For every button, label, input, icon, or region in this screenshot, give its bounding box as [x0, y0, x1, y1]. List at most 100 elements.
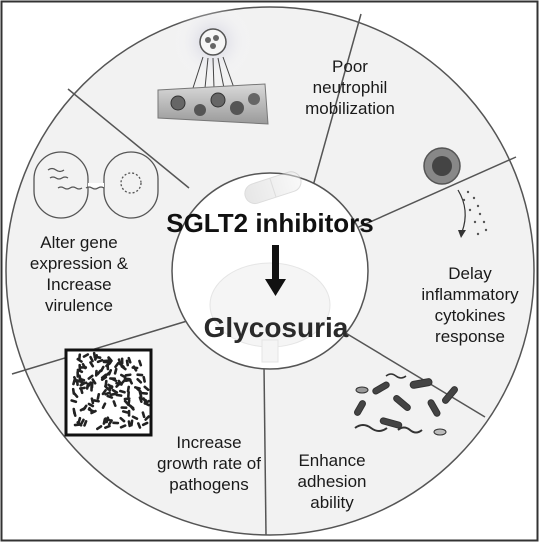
cytokine-cell-icon [423, 147, 488, 238]
biofilm-rod [104, 371, 111, 377]
biofilm-rod [124, 373, 132, 377]
biofilm-rod [119, 416, 126, 423]
biofilm-rod [82, 353, 90, 358]
biofilm-rod [79, 387, 84, 395]
biofilm-rod [88, 406, 94, 414]
biofilm-rod [104, 391, 111, 396]
biofilm-rod [123, 377, 131, 381]
biofilm-rod [120, 378, 127, 385]
biofilm-rod [113, 367, 118, 375]
bladder-icon [209, 262, 331, 363]
biofilm-rod [94, 355, 102, 360]
biofilm-rod [141, 391, 148, 395]
biofilm-rod [127, 356, 132, 364]
segment-label-cytokines: Delay inflammatory cytokines response [421, 264, 519, 346]
biofilm-rod [100, 375, 108, 381]
biofilm-rod [91, 378, 97, 385]
biofilm-rod [115, 393, 123, 397]
biofilm-rod [127, 420, 131, 428]
biofilm-rod [76, 370, 80, 378]
biofilm-rod [87, 402, 95, 408]
segment-dividers [11, 13, 517, 536]
biofilm-icon [64, 348, 153, 437]
biofilm-rod [107, 419, 113, 426]
biofilm-rod [76, 379, 84, 384]
biofilm-rod [141, 421, 149, 427]
biofilm-rod [127, 390, 130, 398]
biofilm-rod [94, 369, 98, 377]
biofilm-rod [142, 375, 146, 383]
biofilm-rod [120, 357, 124, 365]
segment-label-adhesion: Enhance adhesion ability [297, 451, 367, 512]
biofilm-rod [136, 373, 144, 377]
biofilm-rod [89, 361, 95, 368]
biofilm-rod [114, 362, 120, 369]
neutrophil-vessel-icon [157, 2, 269, 125]
biofilm-rod [106, 363, 110, 371]
biofilm-rod [128, 403, 135, 410]
biofilm-rod [96, 425, 103, 431]
center-title-sglt2: SGLT2 inhibitors [166, 208, 374, 238]
biofilm-rod [76, 421, 83, 427]
biofilm-rod [120, 365, 127, 371]
segment-label-neutrophil: Poor neutrophil mobilization [305, 57, 395, 118]
biofilm-rod [72, 410, 77, 417]
biofilm-rod [117, 358, 122, 366]
biofilm-rod [104, 417, 111, 422]
biofilm-rod [90, 397, 95, 405]
biofilm-rod [138, 396, 143, 404]
biofilm-rod [132, 365, 138, 372]
biofilm-rod [86, 382, 94, 386]
biofilm-rod [70, 399, 78, 404]
biofilm-rod [90, 409, 97, 415]
biofilm-rod [101, 402, 107, 409]
biofilm-rod [123, 397, 131, 401]
biofilm-rod [96, 369, 102, 376]
biofilm-rod [118, 389, 126, 394]
biofilm-rod [131, 415, 139, 420]
bacteria-icon [354, 373, 458, 436]
biofilm-rod [134, 386, 141, 390]
biofilm-rod [144, 415, 150, 421]
biofilm-rod [102, 359, 110, 363]
biofilm-rod [140, 397, 148, 402]
biofilm-rod [111, 388, 119, 394]
segment-label-virulence: Alter gene expression & Increase virulen… [29, 233, 129, 315]
biofilm-rod [71, 387, 76, 395]
biofilm-rod [96, 393, 101, 400]
biofilm-rod [80, 381, 88, 386]
center-result-glycosuria: Glycosuria [203, 312, 349, 343]
biofilm-rod [106, 394, 114, 399]
biofilm-rod [96, 358, 104, 364]
biofilm-rod [80, 418, 85, 426]
biofilm-rod [143, 385, 150, 392]
biofilm-rod [126, 385, 131, 393]
segment-label-growth: Increase growth rate of pathogens [157, 433, 261, 494]
biofilm-rod [81, 362, 87, 370]
biofilm-rod [119, 424, 127, 429]
biofilm-rod [104, 379, 108, 387]
biofilm-rod [87, 374, 94, 380]
biofilm-rod [76, 357, 83, 363]
biofilm-rod [83, 420, 88, 427]
pill-icon [244, 171, 302, 205]
biofilm-rod [123, 399, 130, 406]
biofilm-rod [127, 409, 131, 417]
biofilm-rod [109, 392, 117, 397]
down-arrow-icon [265, 245, 286, 296]
biofilm-rod [138, 390, 143, 398]
biofilm-rod [137, 422, 142, 429]
biofilm-rod [92, 351, 97, 359]
biofilm-rod [109, 377, 117, 381]
biofilm-rod [141, 411, 146, 419]
biofilm-rod [76, 368, 84, 374]
biofilm-rod [104, 424, 111, 429]
biofilm-rod [101, 389, 107, 396]
biofilm-rod [120, 406, 128, 410]
biofilm-rod [136, 377, 143, 384]
biofilm-rod [92, 399, 100, 403]
biofilm-rod [89, 355, 94, 363]
biofilm-rod [108, 384, 112, 392]
